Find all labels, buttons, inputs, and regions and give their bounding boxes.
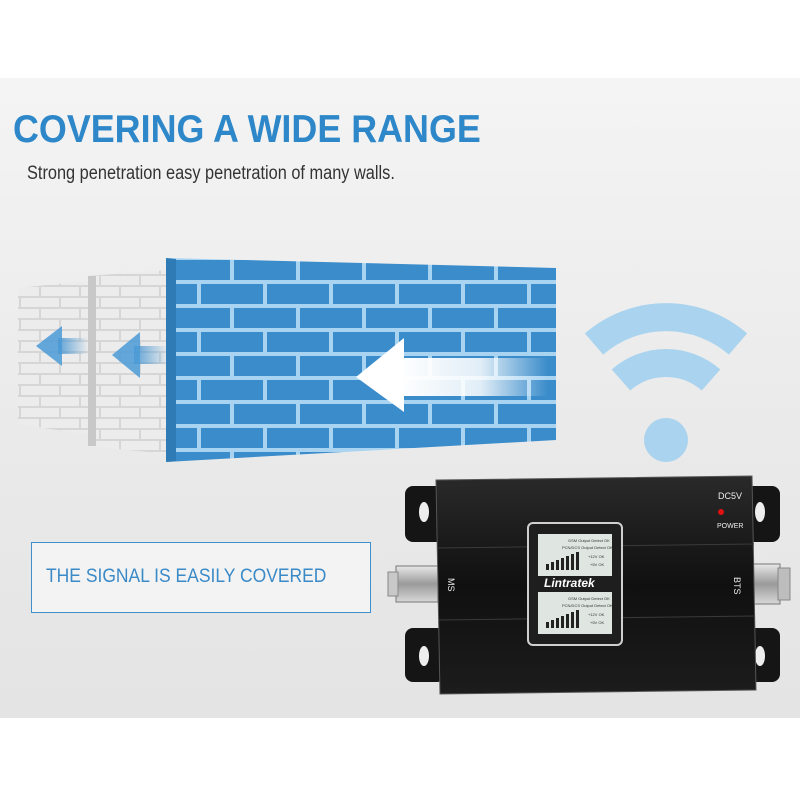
port-ms-label: MS — [446, 578, 456, 592]
lcd-bottom-line-3: +12V OK — [588, 612, 605, 617]
wall-front — [166, 258, 556, 462]
lcd-bottom-line-1: GSM Output Detect OK — [568, 596, 610, 601]
arrow-left-icon — [356, 338, 548, 412]
wifi-icon — [584, 303, 748, 462]
arrow-left-icon — [36, 326, 88, 366]
power-input-label: DC5V — [718, 491, 742, 501]
lcd-top-line-4: +5V OK — [590, 562, 604, 567]
lcd-top-line-3: +12V OK — [588, 554, 605, 559]
port-bts-label: BTS — [732, 577, 742, 595]
arrow-left-icon — [112, 332, 168, 378]
lcd-top-line-1: GSM Output Detect OK — [568, 538, 610, 543]
brand-logo: Lintratek — [544, 576, 596, 590]
lcd-bottom-line-4: +5V OK — [590, 620, 604, 625]
signal-booster-device — [387, 475, 791, 695]
lcd-bottom-line-2: PCN/DCS Output Detect OK — [562, 603, 613, 608]
callout-box: THE SIGNAL IS EASILY COVERED — [31, 542, 371, 613]
callout-text: THE SIGNAL IS EASILY COVERED — [46, 566, 327, 587]
power-led-label: POWER — [717, 523, 743, 530]
page-subtitle: Strong penetration easy penetration of m… — [27, 163, 395, 184]
lcd-top-line-2: PCN/DCS Output Detect OK — [562, 545, 613, 550]
page-title: COVERING A WIDE RANGE — [13, 108, 481, 151]
